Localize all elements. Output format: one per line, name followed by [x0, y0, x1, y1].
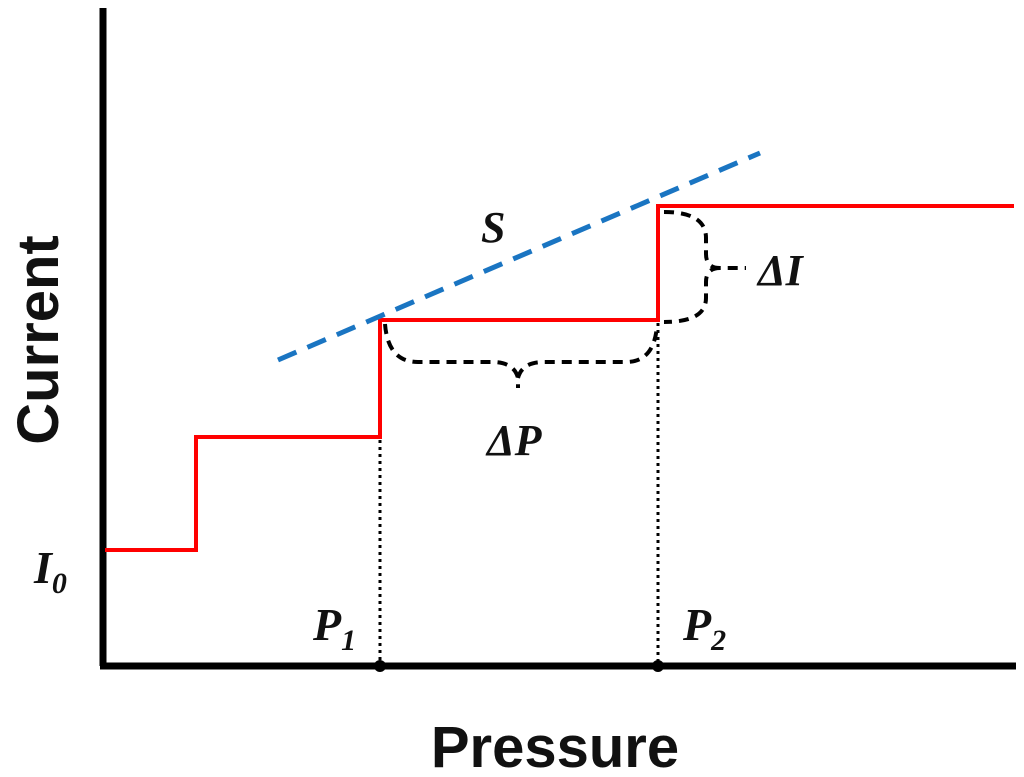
delta-p-brace	[383, 323, 659, 388]
step-response-curve	[105, 204, 1014, 552]
p2-marker	[652, 660, 664, 672]
delta-i-brace	[663, 210, 746, 324]
i0-label: I0	[33, 542, 67, 600]
slope-label: S	[481, 203, 505, 252]
slope-line	[277, 150, 761, 363]
y-axis-title: Current	[6, 235, 71, 444]
p2-label: P2	[682, 599, 726, 657]
p1-label: P1	[312, 599, 356, 657]
delta-p-label: ΔP	[485, 416, 543, 465]
p1-marker	[374, 660, 386, 672]
x-axis-title: Pressure	[431, 715, 679, 777]
delta-i-label: ΔI	[756, 246, 805, 295]
